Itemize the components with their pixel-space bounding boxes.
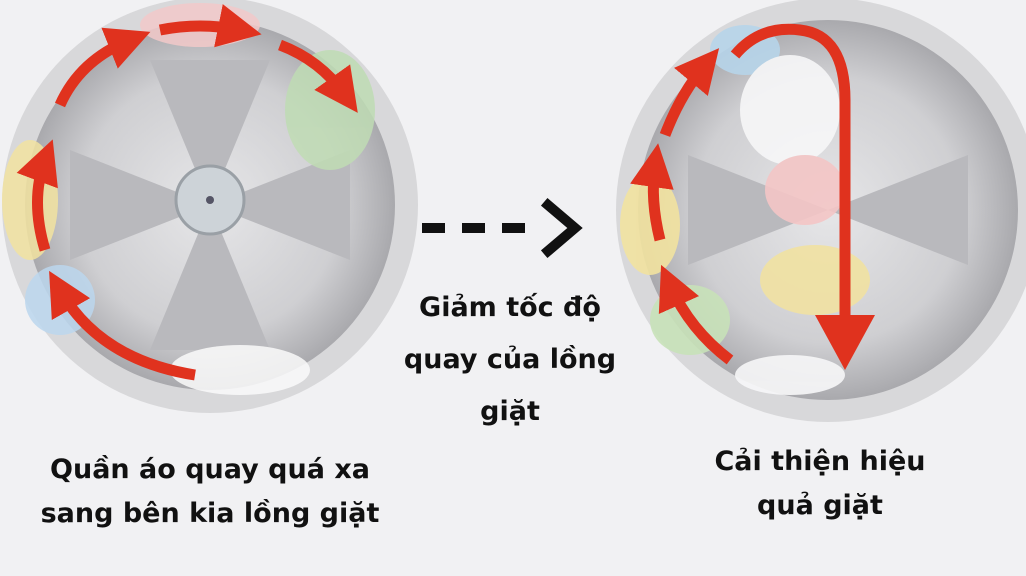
caption-left: Quần áo quay quá xa sang bên kia lồng gi…	[40, 454, 380, 529]
washing-drum-right	[616, 0, 1026, 422]
caption-middle: Giảm tốc độ quay của lồng giặt	[403, 292, 617, 427]
washing-drum-left	[2, 0, 418, 413]
caption-right: Cải thiện hiệu quả giặt	[714, 446, 926, 521]
dashed-arrow-right	[422, 197, 583, 259]
